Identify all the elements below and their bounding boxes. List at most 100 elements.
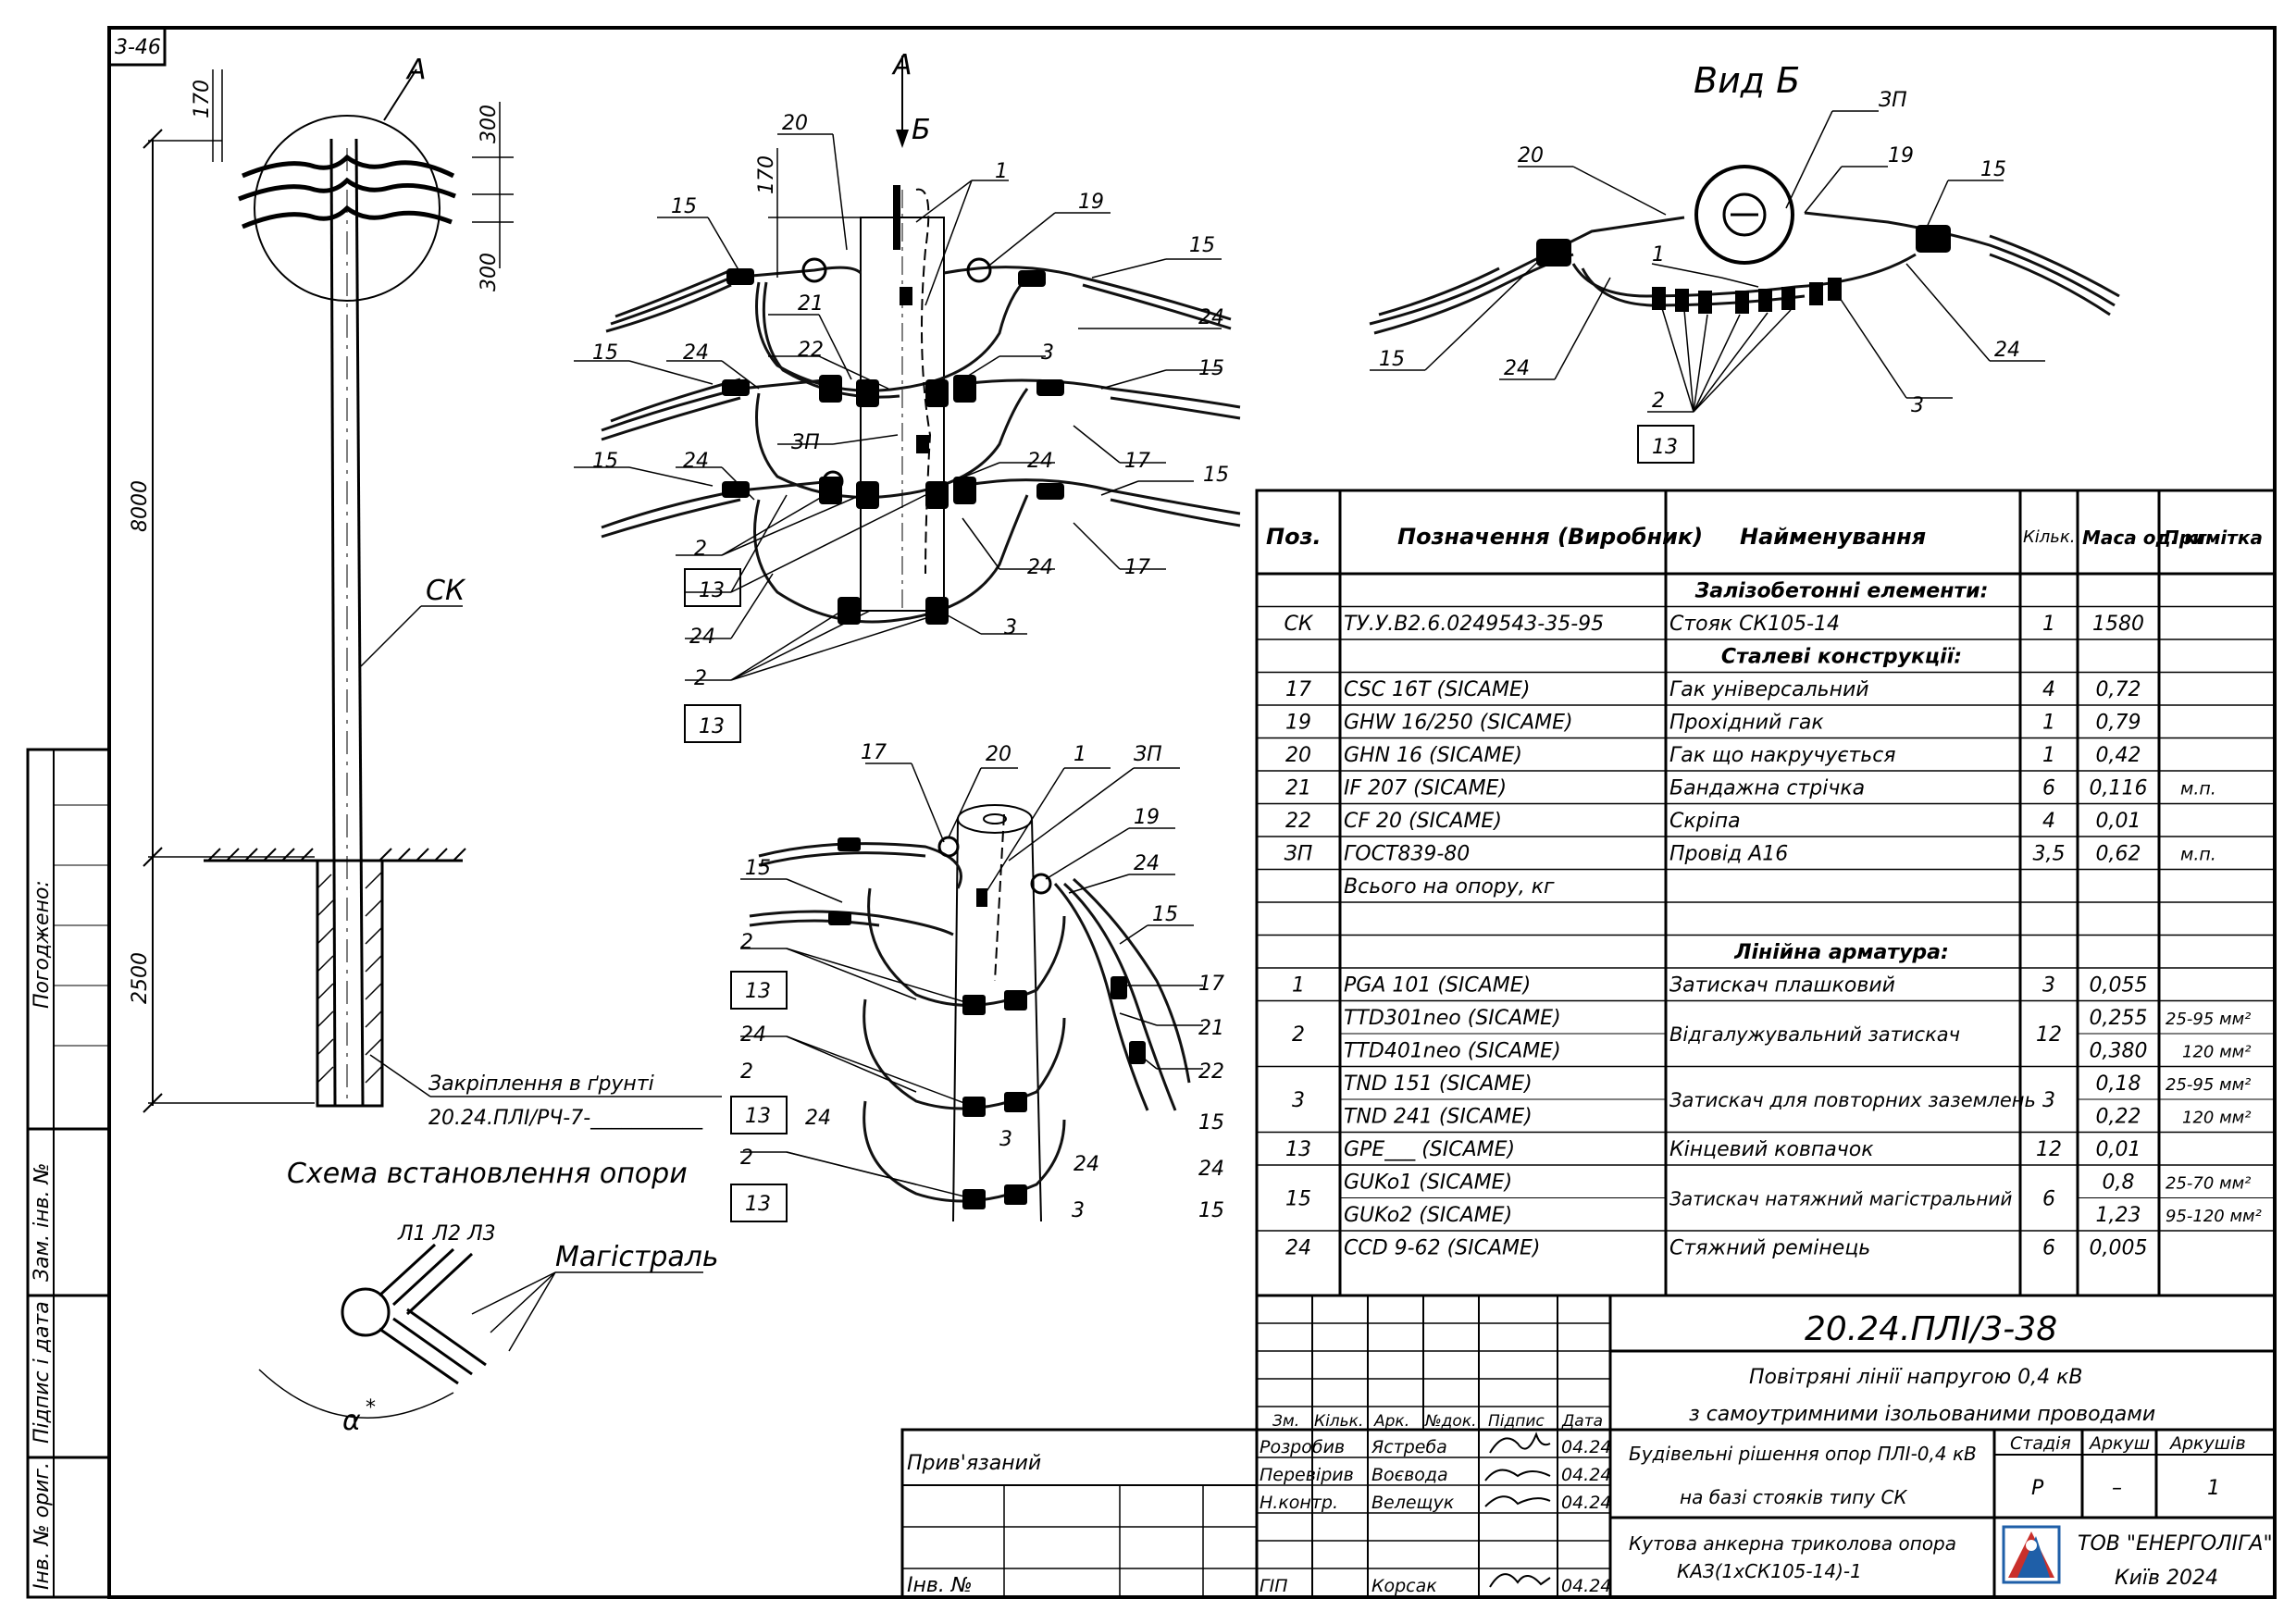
th-designation: Позначення (Виробник) [1397,524,1703,550]
view-a-label-b: Б [912,114,931,146]
callout-3d-21: 21 [1198,1017,1224,1040]
spec-name-4: Прохідний гак [1669,712,1824,735]
th-mass: Маса од. кг [2082,527,2207,549]
callout-3d-3-mid: 3 [999,1128,1012,1151]
view-a-dim-170: 170 [755,155,778,194]
callout-a-24-bottom: 24 [689,626,715,649]
callout-a-15-left-mid: 15 [592,341,618,365]
tb-date-0: 04.24 [1561,1437,1611,1457]
tb-section-line1: Будівельні рішення опор ПЛІ-0,4 кВ [1629,1443,1977,1465]
margin-label-orig-inv: Інв. № ориг. [31,1462,54,1590]
callout-b-15-right: 15 [1980,158,2006,181]
callout-b-19: 19 [1888,144,1914,167]
spec-qty-15: 6 [2042,1188,2055,1211]
spec-qty-4: 1 [2042,712,2055,735]
callout-b-24-right: 24 [1994,339,2020,362]
tb-title-line2: з самоутримними ізольованими проводами [1689,1403,2155,1426]
callout-a-15-right-low: 15 [1203,464,1229,487]
tb-name-2: Велещук [1371,1493,1455,1513]
margin-label-sign-date: Підпис і дата [31,1301,54,1444]
spec-qty-3: 4 [2042,678,2055,701]
tb-stage: Р [2031,1477,2044,1500]
tb-name-3: Корсак [1371,1576,1437,1596]
spec-dmass1-0: 0,255 [2090,1007,2148,1030]
spec-pos-5: 20 [1285,744,1311,767]
tb-city-year: Київ 2024 [2115,1567,2218,1590]
dim-170-left: 170 [191,80,214,118]
spec-des1-15: GUKo1 (SICAME) [1344,1172,1512,1195]
tb-date-2: 04.24 [1561,1493,1611,1513]
callout-3d-24-top: 24 [1134,852,1160,875]
spec-mass1-15: 0,8 [2103,1172,2135,1195]
dim-8000: 8000 [129,480,152,532]
spec-mass-13: 0,01 [2096,1138,2141,1161]
spec-des2-15: GUKo2 (SICAME) [1344,1204,1512,1227]
callout-3d-1: 1 [1074,743,1086,766]
callout-a-13-top: 13 [699,579,725,602]
callout-3d-15-top: 15 [745,857,771,880]
ground-note: Закріплення в ґрунті [428,1072,654,1096]
tb-sheets-label: Аркушів [2168,1433,2246,1454]
callout-a-17-mid: 17 [1124,450,1150,473]
spec-section-11: Лінійна арматура: [1733,941,1949,964]
callout-3d-15-right-bottom: 15 [1198,1199,1224,1222]
view-a-drawing: А Б [574,49,1241,743]
tb-col-doc: №док. [1424,1412,1477,1431]
spec-name-6: Бандажна стрічка [1669,777,1865,800]
callout-b-15-left: 15 [1379,348,1405,371]
spec-qty-12: 3 [2042,974,2055,998]
tb-col-qty: Кільк. [1314,1412,1363,1431]
spec-pos-15: 15 [1285,1188,1311,1211]
linked-label: Прив'язаний [907,1452,1041,1475]
th-name: Найменування [1740,524,1926,550]
spec-dname-1: Затискач для повторних заземлень [1669,1089,2036,1111]
th-qty: Кільк. [2023,527,2076,547]
tb-date-3: 04.24 [1561,1576,1611,1596]
view-a-label-a: А [891,49,912,81]
callout-a-20: 20 [782,112,808,135]
spec-dqty-1: 3 [2042,1089,2055,1112]
callout-a-2-top: 2 [694,538,707,561]
callout-a-3-bottom: 3 [1004,616,1017,639]
sheet-id-box [107,26,167,67]
spec-pos-3: 17 [1285,678,1311,701]
spec-qty-24: 6 [2042,1237,2055,1260]
spec-ddes2-0: TTD401neo (SICAME) [1344,1040,1561,1063]
spec-note1-15: 25-70 мм² [2166,1174,2251,1194]
spec-mass2-15: 1,23 [2096,1204,2141,1227]
lines-label: Л1 Л2 Л3 [397,1222,496,1246]
company-logo [2002,1525,2061,1584]
plan-scheme: Магістраль Л1 Л2 Л3 α * [258,1222,719,1437]
spec-pos-1: СК [1285,613,1314,636]
spec-ddes2-1: TND 241 (SICAME) [1344,1106,1533,1129]
callout-3d-zp: ЗП [1134,743,1162,766]
spec-dnote2-1: 120 мм² [2182,1109,2251,1128]
callout-3d-13-top: 13 [745,980,771,1003]
ground-ref: 20.24.ПЛІ/РЧ-7-___________ [428,1107,703,1130]
view-b-title: Вид Б [1694,60,1800,101]
callout-b-2: 2 [1652,390,1665,413]
tb-col-ark: Арк. [1373,1412,1409,1431]
callout-a-13-bottom: 13 [699,715,725,738]
callout-b-13: 13 [1652,436,1678,459]
spec-name-3: Гак універсальний [1669,678,1869,701]
callout-a-1: 1 [995,160,1008,183]
tb-stage-label: Стадія [2010,1433,2071,1454]
dim-2500: 2500 [129,952,152,1004]
callout-a-24-left-mid: 24 [683,341,709,365]
spec-name-24: Стяжний ремінець [1669,1237,1870,1260]
callout-a-19: 19 [1078,191,1104,214]
tb-col-date: Дата [1561,1412,1603,1431]
installation-scheme: А 8000 2500 170 300 300 СК Закріплен [129,54,722,1190]
tb-sheets: 1 [2207,1477,2220,1500]
spec-mass-24: 0,005 [2090,1237,2148,1260]
signatures [1484,1432,1551,1588]
spec-section-2: Сталеві конструкції: [1721,646,1962,669]
th-pos: Поз. [1266,524,1322,550]
margin-label-replaced-inv: Зам. інв. № [31,1163,54,1283]
callout-a-15-right-mid: 15 [1198,357,1224,380]
callout-3d-17: 17 [861,741,887,764]
spec-ddes1-1: TND 151 (SICAME) [1344,1072,1533,1096]
spec-dmass2-1: 0,22 [2096,1106,2141,1129]
installation-caption: Схема встановлення опори [287,1158,688,1190]
